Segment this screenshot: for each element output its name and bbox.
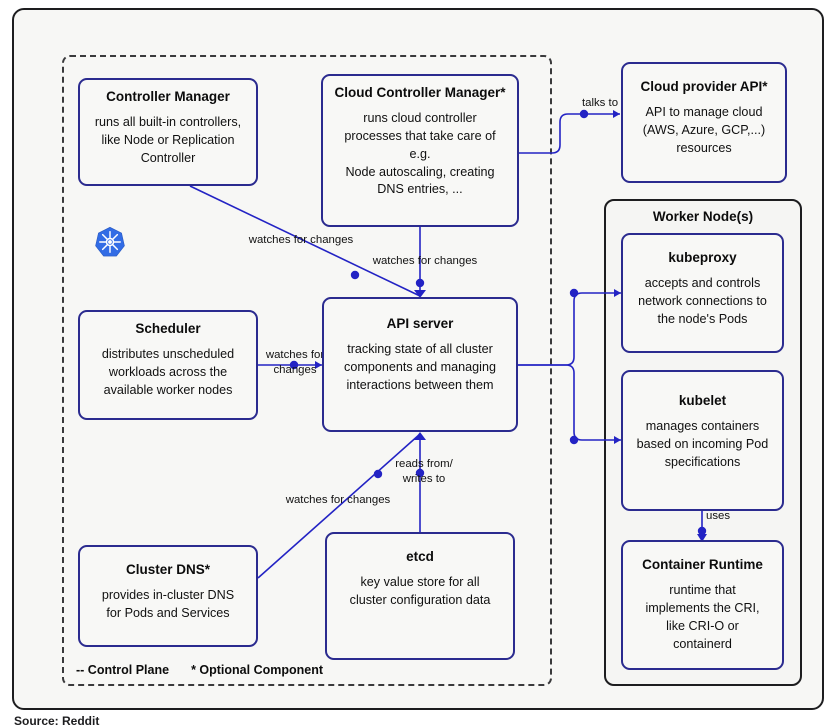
cluster-dns-title: Cluster DNS* [125,562,211,577]
etcd-desc: key value store for all cluster configur… [349,574,491,607]
controller-manager-desc: runs all built-in controllers, like Node… [94,114,242,165]
api-server-title: API server [386,316,454,331]
container-runtime-title: Container Runtime [642,557,763,572]
box-cloud-provider-api[interactable]: Cloud provider API* API to manage cloud … [621,62,787,183]
cloud-provider-api-desc: API to manage cloud (AWS, Azure, GCP,...… [642,104,766,155]
source-caption: Source: Reddit [14,714,100,726]
edge-label-talks-to: talks to [581,97,619,109]
cloud-provider-api-title: Cloud provider API* [640,79,768,94]
cloud-controller-manager-title: Cloud Controller Manager* [334,85,506,100]
box-container-runtime[interactable]: Container Runtime runtime that implement… [621,540,784,670]
edge-label-watches-controller-manager: watches for changes [248,234,354,246]
box-kubelet[interactable]: kubelet manages containers based on inco… [621,370,784,511]
box-scheduler[interactable]: Scheduler distributes unscheduled worklo… [78,310,258,420]
edge-label-watches-scheduler: watches for changes [265,349,325,376]
edge-label-watches-ccm: watches for changes [372,255,478,267]
kubeproxy-desc: accepts and controls network connections… [638,275,767,326]
box-etcd[interactable]: etcd key value store for all cluster con… [325,532,515,660]
edge-label-uses: uses [706,510,731,522]
kubelet-title: kubelet [678,393,727,408]
box-controller-manager[interactable]: Controller Manager runs all built-in con… [78,78,258,186]
box-kubeproxy[interactable]: kubeproxy accepts and controls network c… [621,233,784,353]
legend: -- Control Plane * Optional Component [76,663,323,677]
scheduler-desc: distributes unscheduled workloads across… [101,346,235,397]
box-api-server[interactable]: API server tracking state of all cluster… [322,297,518,432]
edge-label-reads-writes-etcd: reads from/ writes to [395,458,453,485]
controller-manager-title: Controller Manager [106,89,230,104]
kubernetes-logo-icon [94,226,126,258]
legend-optional-component: * Optional Component [191,663,323,677]
cluster-dns-desc: provides in-cluster DNS for Pods and Ser… [101,587,235,620]
edge-label-watches-cluster-dns: watches for changes [285,494,391,506]
etcd-title: etcd [406,549,434,564]
box-cluster-dns[interactable]: Cluster DNS* provides in-cluster DNS for… [78,545,258,647]
scheduler-title: Scheduler [135,321,201,336]
box-cloud-controller-manager[interactable]: Cloud Controller Manager* runs cloud con… [321,74,519,227]
cloud-controller-manager-desc: runs cloud controller processes that tak… [344,110,496,197]
kubelet-desc: manages containers based on incoming Pod… [636,418,769,469]
container-runtime-desc: runtime that implements the CRI, like CR… [645,582,760,651]
worker-node-label: Worker Node(s) [652,209,754,224]
api-server-desc: tracking state of all cluster components… [344,341,496,392]
kubeproxy-title: kubeproxy [668,250,737,265]
legend-control-plane: -- Control Plane [76,663,170,677]
